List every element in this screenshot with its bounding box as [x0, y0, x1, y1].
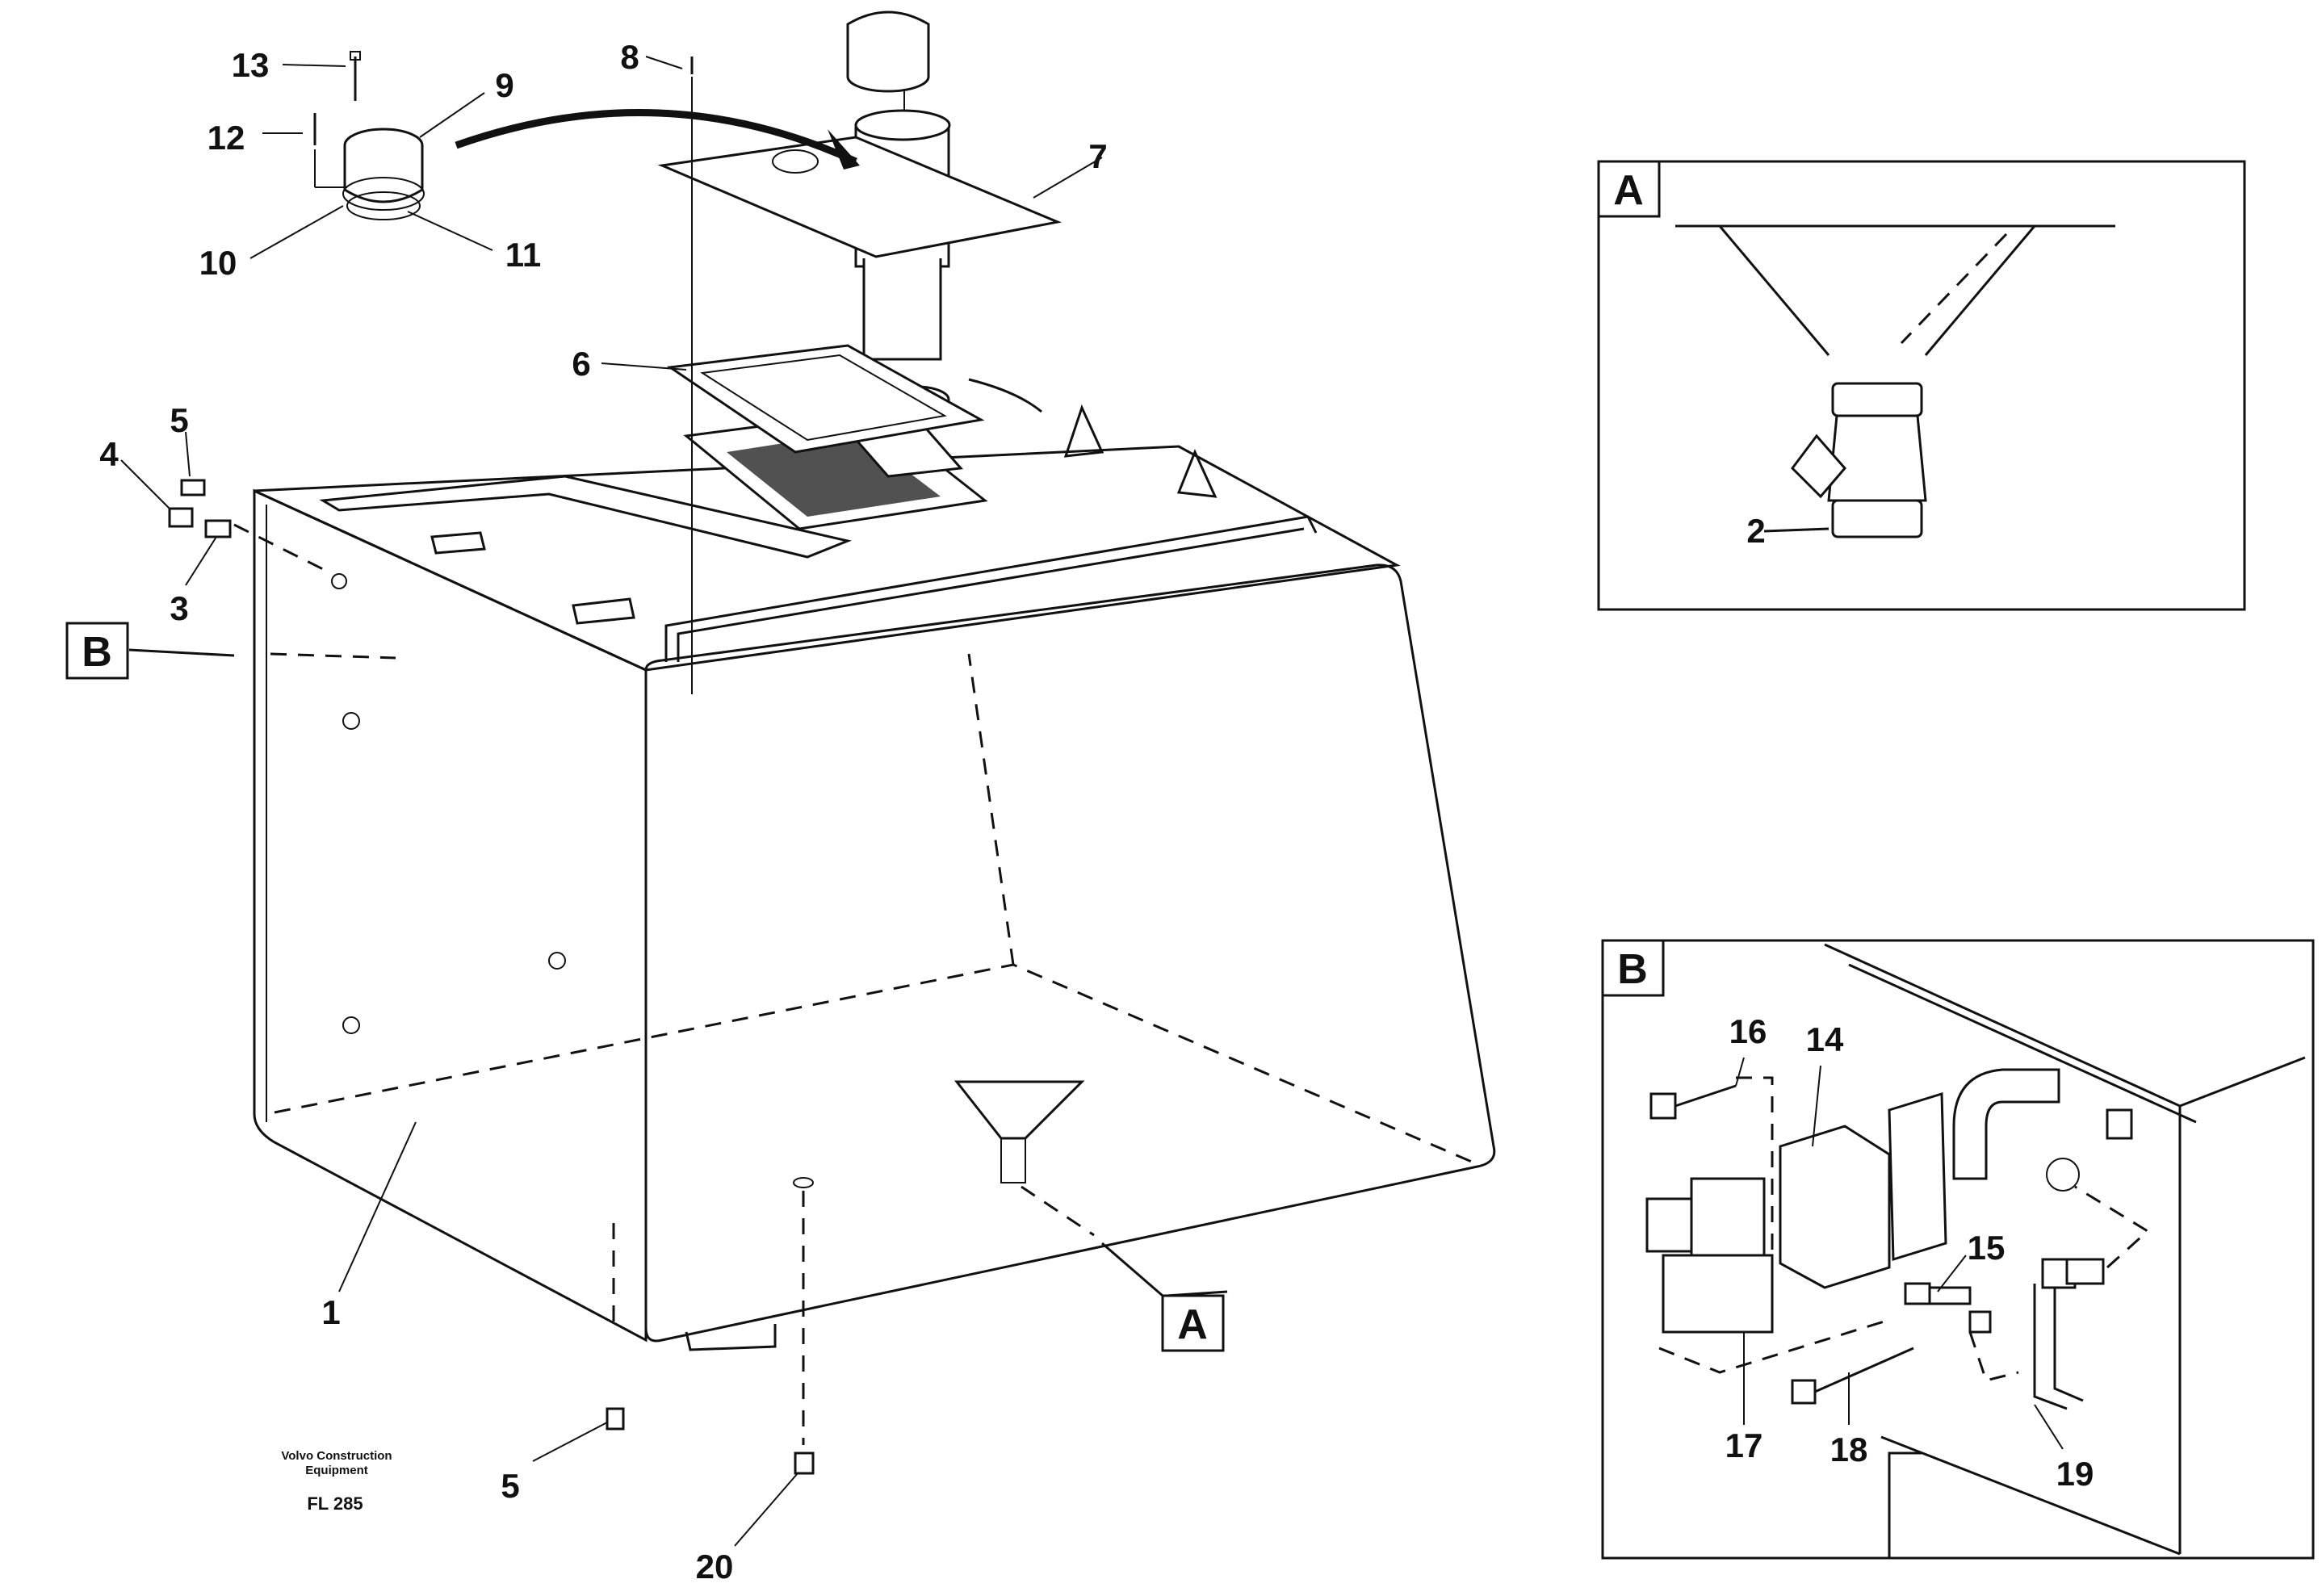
callout-12: 12 [207, 119, 245, 157]
callout-10: 10 [199, 244, 237, 282]
callout-9: 9 [495, 66, 513, 104]
callout-18: 18 [1830, 1431, 1868, 1468]
detail-view-a [1597, 160, 2246, 611]
side-fittings [168, 479, 324, 571]
footer-block: Volvo Construction Equipment FL 285 [281, 1449, 392, 1514]
callout-4: 4 [99, 435, 119, 473]
marker-a-main: A [1177, 1301, 1208, 1348]
callout-3: 3 [170, 589, 188, 627]
bolts [313, 51, 694, 694]
view-markers: B A A B [65, 160, 1665, 1352]
callout-15: 15 [1968, 1229, 2006, 1267]
company-line-1: Volvo Construction [281, 1449, 392, 1463]
callout-14: 14 [1806, 1020, 1844, 1058]
callout-6: 6 [572, 345, 590, 383]
marker-b-detail: B [1617, 946, 1648, 993]
drain-plugs [606, 1177, 815, 1475]
filter-assembly [455, 10, 1063, 454]
callout-13: 13 [232, 46, 270, 84]
callout-20: 20 [696, 1548, 734, 1586]
figure-code: FL 285 [307, 1493, 363, 1514]
callout-5-top: 5 [170, 401, 188, 439]
callout-11: 11 [505, 236, 541, 274]
marker-b-main: B [82, 629, 112, 676]
level-sensor-part [342, 128, 425, 220]
callout-19: 19 [2056, 1455, 2094, 1493]
marker-a-detail: A [1613, 167, 1644, 214]
callout-1: 1 [321, 1293, 340, 1331]
callout-8: 8 [620, 38, 639, 76]
callout-2: 2 [1746, 512, 1765, 550]
detail-view-b [1601, 939, 2315, 1560]
hydraulic-tank [253, 402, 1496, 1351]
callout-17: 17 [1725, 1426, 1763, 1464]
callout-numbers: 13 12 8 9 7 10 11 6 5 4 3 1 5 20 2 16 14… [99, 38, 2094, 1586]
company-line-2: Equipment [305, 1464, 368, 1477]
callout-16: 16 [1729, 1012, 1767, 1050]
callout-7: 7 [1088, 137, 1107, 175]
callout-5-bottom: 5 [501, 1467, 519, 1505]
leader-lines [120, 56, 1228, 1547]
